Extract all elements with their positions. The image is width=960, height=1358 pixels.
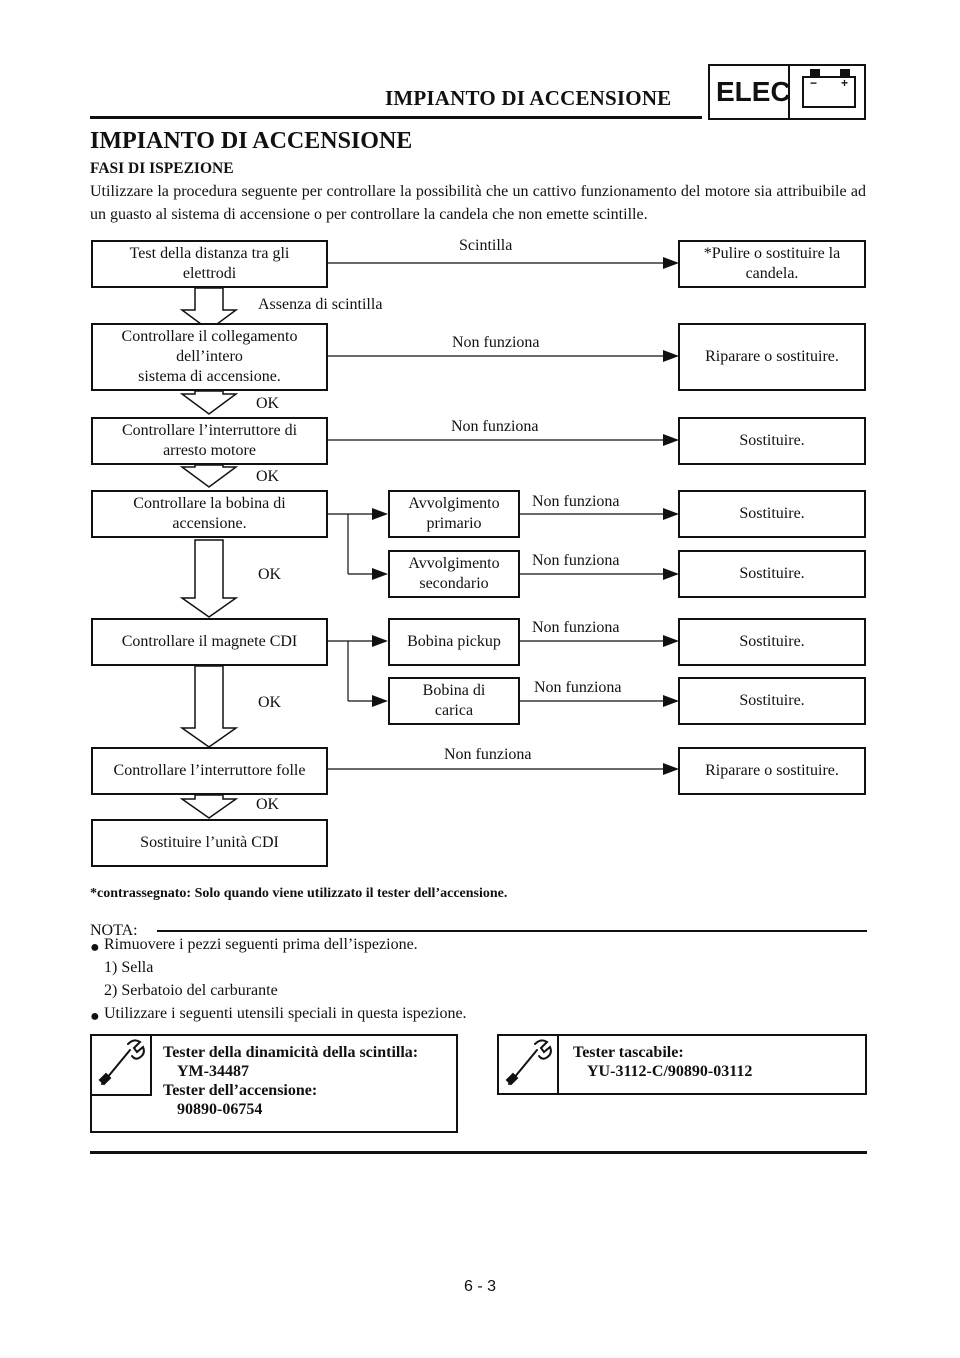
outcome-replace-charge: Sostituire. — [678, 677, 866, 725]
label-ok-1: OK — [256, 395, 280, 412]
label-fail-pickup: Non funziona — [532, 619, 620, 636]
outcome-replace-primary: Sostituire. — [678, 490, 866, 538]
section-subtitle: FASI DI ISPEZIONE — [90, 160, 234, 177]
wrench-icon — [98, 1039, 145, 1086]
down-arrow-3 — [179, 464, 239, 488]
bottom-rule — [90, 1151, 867, 1154]
note-item-1: 1) Sella — [104, 959, 154, 976]
tool-text-2: Tester tascabile: YU-3112-C/90890-03112 — [573, 1044, 753, 1080]
battery-terminal-minus — [810, 69, 820, 76]
label-no-spark: Assenza di scintilla — [258, 296, 383, 313]
subcheck-primary-coil: Avvolgimento primario — [388, 490, 520, 538]
down-arrow-6 — [179, 794, 239, 819]
flow-branch-lines — [328, 262, 666, 770]
battery-minus-symbol: − — [810, 76, 818, 90]
label-ok-3: OK — [258, 566, 282, 583]
header-title: IMPIANTO DI ACCENSIONE — [385, 86, 672, 110]
label-ok-5: OK — [256, 796, 280, 813]
bullet-icon: ● — [90, 939, 100, 956]
down-arrow-1 — [179, 287, 239, 331]
label-spark: Scintilla — [459, 237, 513, 254]
intro-paragraph: Utilizzare la procedura seguente per con… — [90, 183, 866, 223]
note-bullet-1: Rimuovere i pezzi seguenti prima dell’is… — [104, 936, 418, 953]
battery-plus-symbol: + — [841, 76, 849, 90]
battery-icon — [802, 76, 856, 108]
note-rule — [157, 930, 867, 932]
tool-icon-cell — [497, 1034, 559, 1095]
flow-arrowheads — [372, 257, 679, 775]
step-replace-cdi: Sostituire l’unità CDI — [91, 819, 328, 867]
section-title: IMPIANTO DI ACCENSIONE — [90, 128, 413, 154]
step-check-ignition-coil: Controllare la bobina di accensione. — [91, 490, 328, 538]
header-rule — [90, 116, 702, 119]
page-number: 6 - 3 — [463, 1278, 496, 1295]
label-fail-primary: Non funziona — [532, 493, 620, 510]
subcheck-charge-coil: Bobina di carica — [388, 677, 520, 725]
outcome-repair-wiring: Riparare o sostituire. — [678, 323, 866, 391]
outcome-clean-replace-plug: *Pulire o sostituire la candela. — [678, 240, 866, 288]
down-arrow-4 — [179, 539, 239, 618]
outcome-repair-neutral: Riparare o sostituire. — [678, 747, 866, 795]
label-fail-wiring: Non funziona — [452, 334, 540, 351]
footnote: *contrassegnato: Solo quando viene utili… — [90, 886, 508, 901]
label-fail-neutral: Non funziona — [444, 746, 532, 763]
tool-box-spark-tester — [90, 1034, 458, 1133]
step-check-cdi-magneto: Controllare il magnete CDI — [91, 618, 328, 666]
outcome-replace-stop-switch: Sostituire. — [678, 417, 866, 465]
wrench-icon — [505, 1039, 552, 1086]
outcome-replace-secondary: Sostituire. — [678, 550, 866, 598]
note-bullet-2: Utilizzare i seguenti utensili speciali … — [104, 1005, 467, 1022]
note-item-2: 2) Serbatoio del carburante — [104, 982, 278, 999]
subcheck-pickup-coil: Bobina pickup — [388, 618, 520, 666]
elec-badge-divider — [788, 64, 790, 120]
down-arrow-2 — [179, 390, 239, 415]
battery-terminal-plus — [840, 69, 850, 76]
bullet-icon: ● — [90, 1008, 100, 1025]
step-check-wiring: Controllare il collegamento dell’intero … — [91, 323, 328, 391]
label-fail-stop-switch: Non funziona — [451, 418, 539, 435]
tool-icon-cell — [90, 1034, 152, 1096]
label-ok-4: OK — [258, 694, 282, 711]
subcheck-secondary-coil: Avvolgimento secondario — [388, 550, 520, 598]
step-check-stop-switch: Controllare l’interruttore di arresto mo… — [91, 417, 328, 465]
outcome-replace-pickup: Sostituire. — [678, 618, 866, 666]
label-fail-secondary: Non funziona — [532, 552, 620, 569]
note-label: NOTA: — [90, 922, 138, 939]
elec-badge — [708, 64, 866, 120]
tool-box-pocket-tester — [497, 1034, 867, 1095]
elec-badge-label: ELEC — [716, 76, 791, 107]
down-arrow-5 — [179, 665, 239, 748]
tool-text-1: Tester della dinamicità della scintilla:… — [163, 1044, 419, 1118]
flow-arrows-down — [179, 287, 239, 819]
label-fail-charge: Non funziona — [534, 679, 622, 696]
label-ok-2: OK — [256, 468, 280, 485]
step-spark-gap-test: Test della distanza tra gli elettrodi — [91, 240, 328, 288]
step-check-neutral-switch: Controllare l’interruttore folle — [91, 747, 328, 795]
